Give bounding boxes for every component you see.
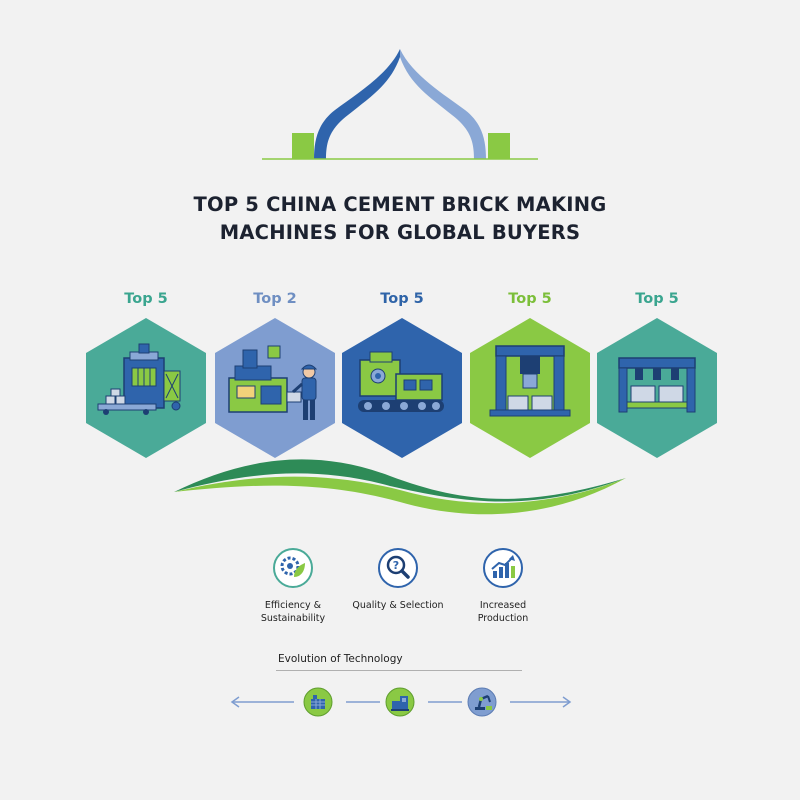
hex-label-3: Top 5 (380, 291, 424, 307)
arch-left-curve (314, 49, 400, 159)
feature-2-line-1: Quality & Selection (352, 600, 444, 611)
page-title-line-2: MACHINES FOR GLOBAL BUYERS (219, 221, 581, 244)
arch-base-right-block (488, 133, 510, 159)
hex-label-1: Top 5 (124, 291, 168, 307)
arrow-right-icon (510, 696, 572, 708)
automated-block-press-icon (618, 357, 696, 413)
feature-text-2: Quality & Selection (338, 600, 458, 613)
growth-chart-icon (482, 547, 524, 589)
hex-card-5 (597, 318, 717, 458)
page-title-line-1: TOP 5 CHINA CEMENT BRICK MAKING (193, 193, 607, 216)
gear-leaf-icon (272, 547, 314, 589)
svg-text:?: ? (393, 559, 399, 572)
feature-3-line-1: Increased (479, 600, 527, 611)
hex-label-4: Top 5 (508, 291, 552, 307)
hex-card-3 (342, 318, 462, 458)
hydraulic-press-icon (489, 345, 571, 417)
wave-ribbon (174, 459, 626, 515)
hex-card-1 (86, 318, 206, 458)
arch-base-left-block (292, 133, 314, 159)
evolution-divider (276, 670, 522, 671)
arch-logo (262, 49, 538, 160)
robot-arm-icon (467, 687, 497, 717)
hex-card-4 (470, 318, 590, 458)
brick-factory-icon (303, 687, 333, 717)
evolution-label: Evolution of Technology (278, 653, 403, 665)
feature-3-line-2: Production (477, 612, 529, 624)
feature-text-3: Increased Production (443, 600, 563, 625)
feature-1-line-2: Sustainability (260, 612, 326, 624)
operator-at-machine-icon (228, 345, 318, 420)
brick-press-machine-icon (97, 343, 181, 415)
factory-machine-icon (385, 687, 415, 717)
hex-card-2 (215, 318, 335, 458)
feature-1-line-1: Efficiency & (264, 600, 322, 611)
arrow-left-icon (230, 696, 294, 708)
hex-label-2: Top 2 (253, 291, 297, 307)
magnifier-question-icon: ? (377, 547, 419, 589)
feature-text-1: Efficiency & Sustainability (233, 600, 353, 625)
hex-label-5: Top 5 (635, 291, 679, 307)
arch-right-curve (400, 49, 486, 159)
tracked-brick-machine-icon (358, 351, 444, 412)
timeline-axis (230, 696, 572, 708)
